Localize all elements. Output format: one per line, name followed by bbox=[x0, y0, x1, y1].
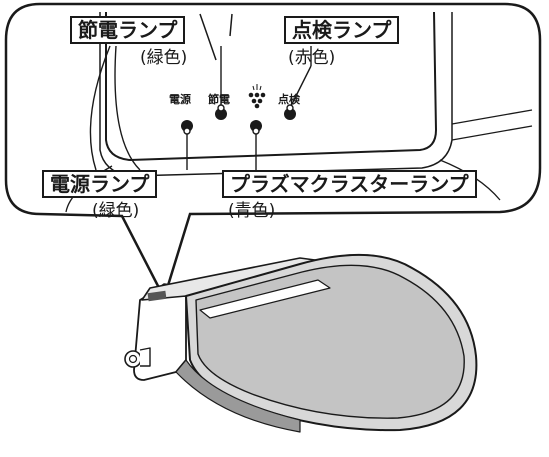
panel-outline bbox=[105, 11, 438, 162]
check-lamp-label: 点検ランプ bbox=[292, 18, 392, 42]
leader-lines bbox=[89, 45, 312, 171]
plasma-lamp-color: (青色) bbox=[228, 201, 276, 221]
plasmacluster-icon bbox=[248, 84, 266, 109]
check-lamp-tag: 点検ランプ bbox=[284, 16, 400, 44]
check-lamp-color: (赤色) bbox=[288, 48, 336, 68]
eco-lamp-dot bbox=[215, 108, 227, 120]
panel-line-right-2 bbox=[451, 125, 533, 141]
toilet-unit bbox=[124, 253, 478, 433]
power-lamp-color: (緑色) bbox=[92, 201, 140, 221]
plasma-lamp-tag: プラズマクラスターランプ bbox=[222, 170, 477, 198]
panel-slot-2 bbox=[229, 13, 233, 37]
eco-lamp-label: 節電ランプ bbox=[78, 18, 178, 42]
magnify-balloon bbox=[4, 2, 542, 295]
panel-power-text: 電源 bbox=[169, 93, 191, 106]
panel-check-text: 点検 bbox=[278, 93, 300, 106]
power-lamp-tag: 電源ランプ bbox=[42, 170, 158, 198]
plasma-lamp-label: プラズマクラスターランプ bbox=[230, 172, 469, 196]
power-lamp-label: 電源ランプ bbox=[50, 172, 150, 196]
eco-lamp-color: (緑色) bbox=[140, 48, 188, 68]
panel-line-right bbox=[451, 109, 533, 125]
panel-slot bbox=[199, 13, 217, 61]
panel-eco-text: 節電 bbox=[208, 93, 230, 106]
eco-lamp-tag: 節電ランプ bbox=[70, 16, 186, 44]
check-lamp-dot bbox=[284, 108, 296, 120]
